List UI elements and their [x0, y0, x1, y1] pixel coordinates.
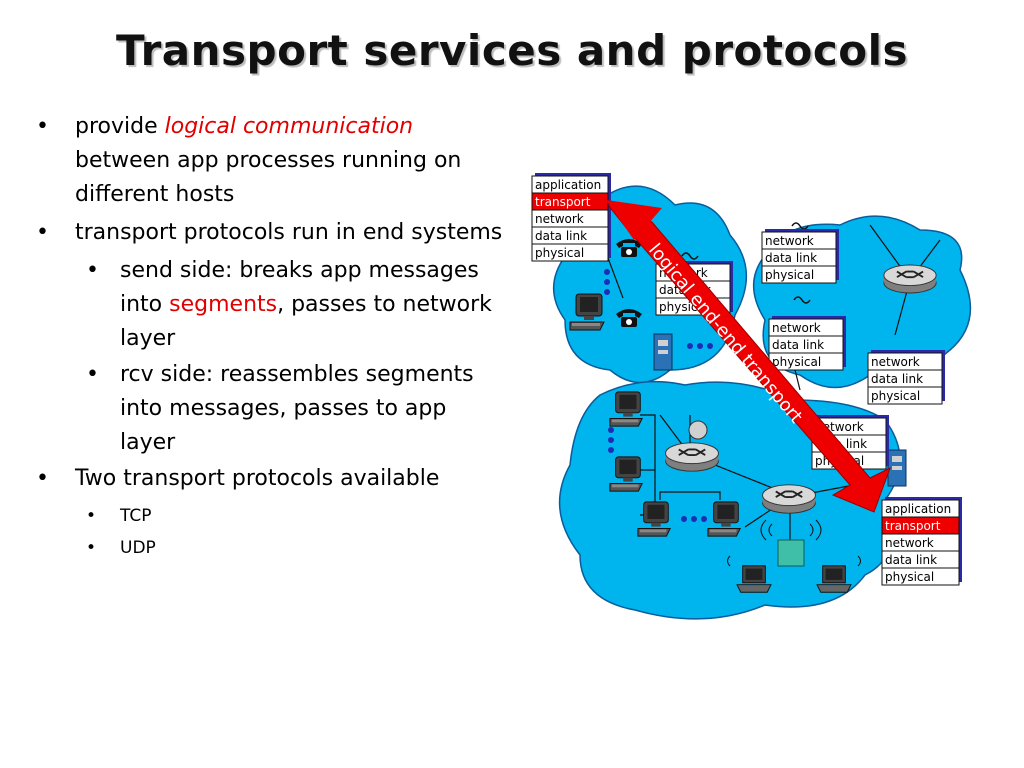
sub-bullet-tcp: TCP — [30, 500, 505, 532]
arrow-shaft — [606, 203, 891, 513]
bullet-end-systems: transport protocols run in end systems — [30, 216, 505, 250]
protocol-stack-router: network data link physical — [768, 316, 846, 371]
sub-bullet-rcv-side: rcv side: reassembles segments into mess… — [30, 358, 505, 460]
bullet-text: between app processes running on differe… — [75, 148, 462, 207]
stack-layer-label: physical — [535, 246, 584, 260]
protocol-stacks: application transport network data link phys… — [531, 173, 962, 586]
stack-layer-label: network — [765, 234, 814, 248]
protocol-stack-dest-host: application transport network data link phys… — [881, 497, 962, 586]
stack-layer-label: data link — [765, 251, 817, 265]
stack-layer-box — [531, 243, 609, 262]
router-icon — [664, 441, 720, 473]
server-tower-icon — [887, 449, 907, 487]
bullet-two-protocols: Two transport protocols available — [30, 462, 505, 496]
stack-layer-label: application — [535, 178, 601, 192]
bullet-text: rcv side: reassembles segments into mess… — [120, 362, 474, 455]
bullet-text: , passes to network layer — [120, 292, 492, 351]
protocol-stack-source-host: application transport network data link phys… — [531, 173, 611, 262]
stack-layer-label: transport — [535, 195, 591, 209]
stack-layer-label: physical — [765, 268, 814, 282]
ellipsis-dots-icon — [604, 269, 713, 522]
sub-bullet-send-side: send side: breaks app messages into segm… — [30, 254, 505, 356]
stack-layer-label: network — [772, 321, 821, 335]
bullet-text: provide — [75, 114, 165, 139]
satellite-dish-icon — [688, 420, 708, 440]
stack-layer-box — [881, 567, 960, 586]
slide-title: Transport services and protocols — [116, 26, 908, 75]
bullet-text: UDP — [120, 538, 156, 558]
squiggle-link-icon — [681, 222, 811, 304]
wireless-waves-icon — [727, 519, 861, 567]
stack-layer-label: data link — [885, 553, 937, 567]
bullet-text: TCP — [120, 506, 152, 526]
sub-bullet-udp: UDP — [30, 532, 505, 564]
server-tower-icon — [653, 333, 673, 371]
protocol-stack-router: network data link physical — [761, 229, 839, 284]
stack-layer-label: network — [535, 212, 584, 226]
stack-layer-label: data link — [772, 338, 824, 352]
stack-layer-label: data link — [871, 372, 923, 386]
stack-layer-label: physical — [871, 389, 920, 403]
stack-layer-box — [761, 265, 837, 284]
stack-layer-label: network — [871, 355, 920, 369]
wireless-base-station-icon — [777, 539, 805, 567]
bullet-logical-communication: provide logical communication between ap… — [30, 110, 505, 212]
arrow-head-top — [606, 200, 662, 240]
protocol-stack-router: network data link physical — [867, 350, 945, 405]
router-icon — [761, 483, 817, 515]
highlight-segments: segments — [169, 292, 278, 317]
stack-layer-label: transport — [885, 519, 941, 533]
bullet-text: Two transport protocols available — [75, 466, 440, 491]
bullet-text: send side: breaks app messages into — [120, 258, 479, 317]
stack-layer-label: physical — [772, 355, 821, 369]
bullet-text: transport protocols run in end systems — [75, 220, 503, 245]
stack-layer-label: data link — [535, 229, 587, 243]
highlight-logical-communication: logical communication — [164, 114, 414, 139]
bullet-list: provide logical communication between ap… — [30, 110, 505, 564]
router-icon — [882, 264, 938, 294]
stack-layer-box — [867, 386, 943, 405]
stack-layer-label: network — [885, 536, 934, 550]
stack-layer-label: physical — [885, 570, 934, 584]
stack-layer-label: application — [885, 502, 951, 516]
